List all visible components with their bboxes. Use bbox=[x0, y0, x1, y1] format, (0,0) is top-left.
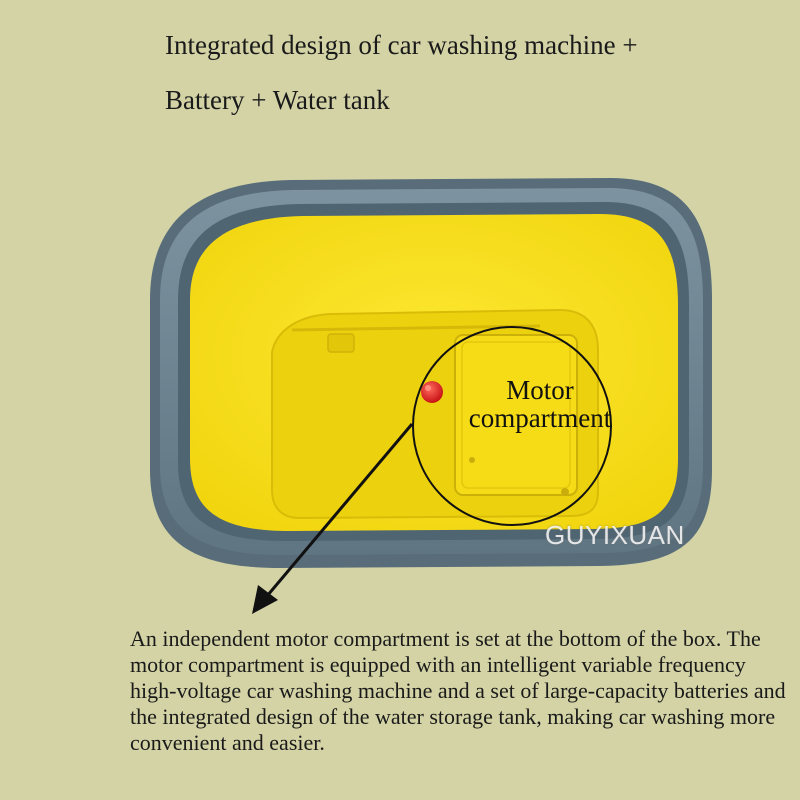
callout-circle bbox=[412, 326, 612, 526]
motor-compartment-lid bbox=[454, 334, 578, 496]
callout-label: Motor compartment bbox=[440, 376, 640, 432]
heading-line-2: Battery + Water tank bbox=[165, 85, 390, 115]
heading: Integrated design of car washing machine… bbox=[165, 18, 785, 128]
description-text: An independent motor compartment is set … bbox=[130, 626, 786, 755]
callout-label-line-1: Motor bbox=[506, 375, 574, 405]
motor-compartment-lid-inner bbox=[461, 341, 571, 489]
heading-line-1: Integrated design of car washing machine… bbox=[165, 30, 638, 60]
watermark: GUYIXUAN bbox=[545, 520, 685, 550]
red-knob-highlight bbox=[425, 385, 431, 391]
platform-ridge bbox=[291, 324, 541, 332]
lid-screw bbox=[469, 457, 475, 463]
callout-arrow-head bbox=[252, 585, 278, 614]
lid-screw bbox=[561, 488, 569, 496]
callout-arrow-line bbox=[260, 423, 414, 603]
platform-notch bbox=[327, 333, 355, 353]
callout-label-line-2: compartment bbox=[468, 403, 612, 433]
